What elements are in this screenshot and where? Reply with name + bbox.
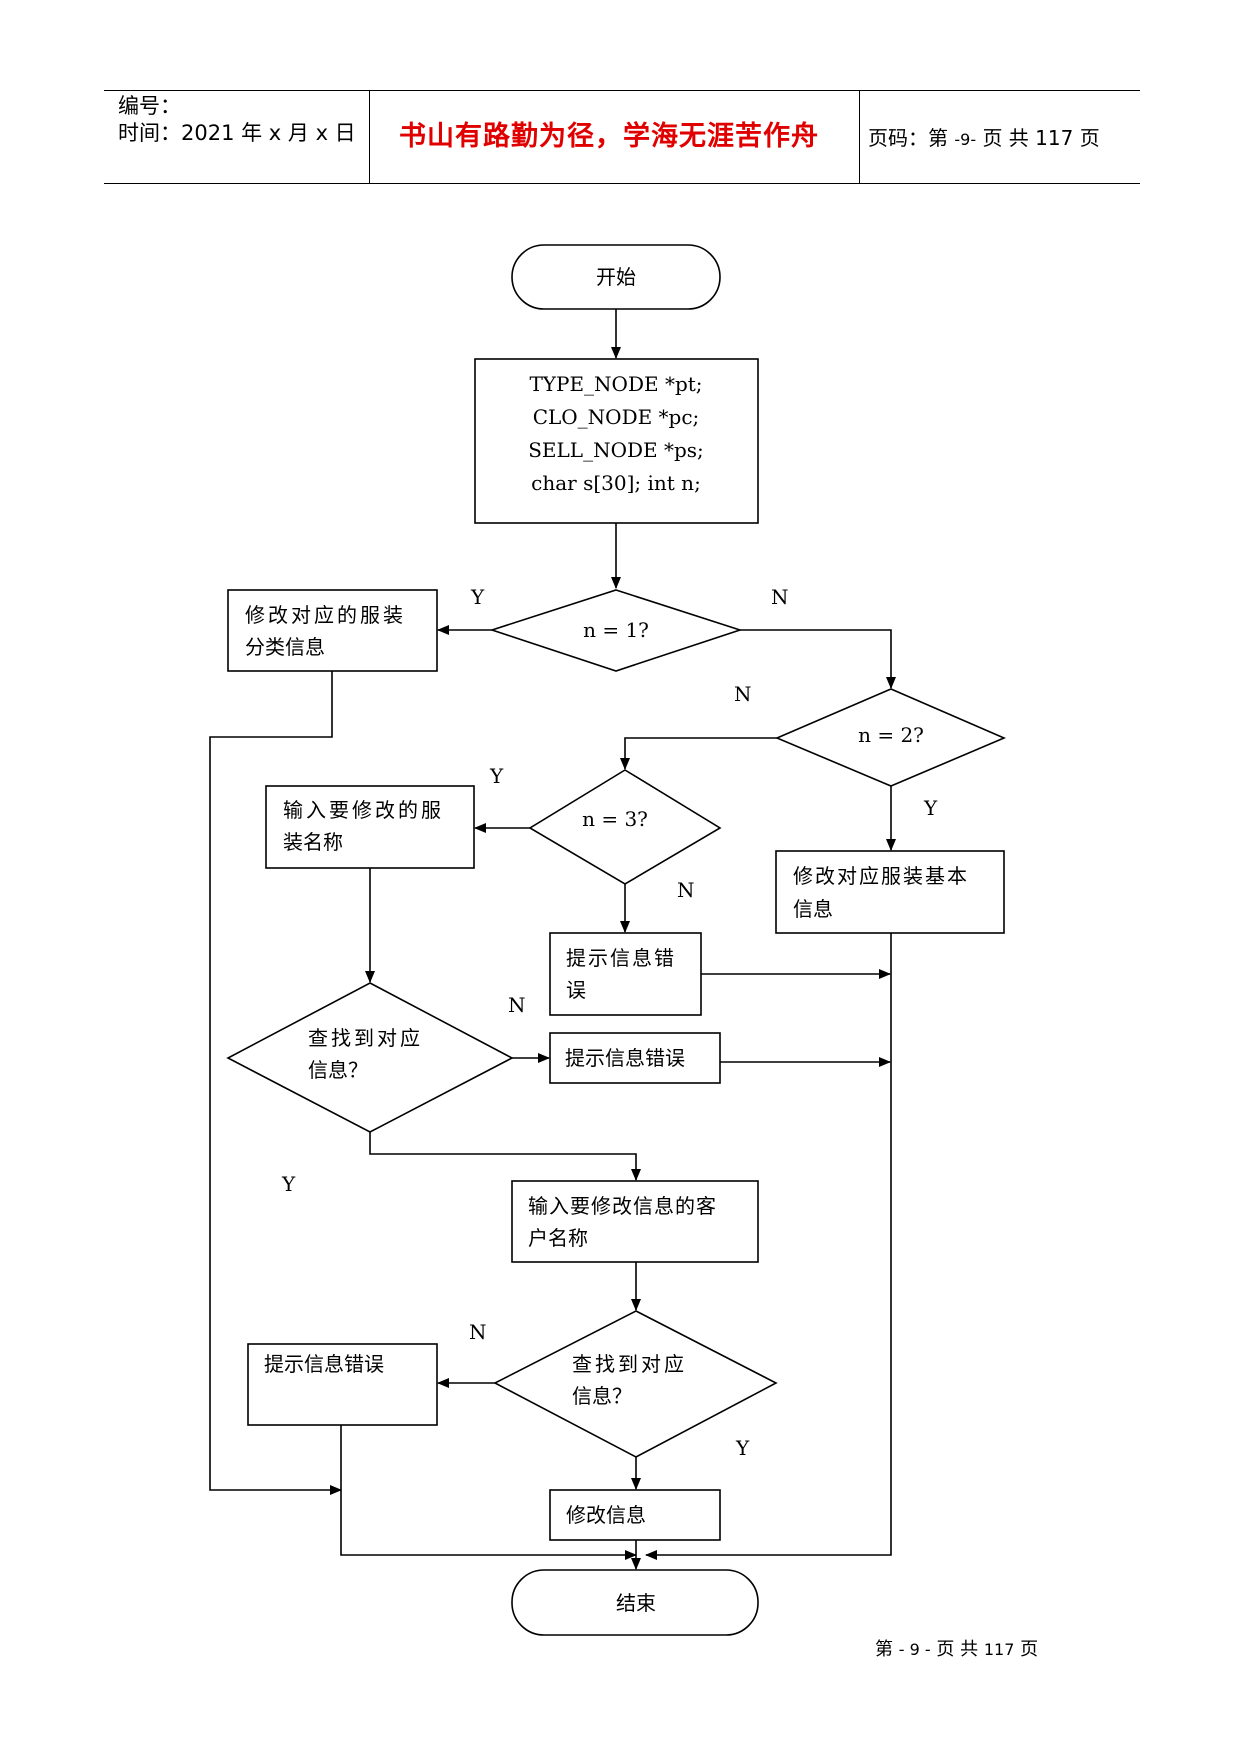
box-input-name-line-1: 输入要修改的服 <box>283 798 444 822</box>
start-label: 开始 <box>596 265 636 289</box>
box-input-customer-line-1: 输入要修改信息的客 <box>528 1194 717 1218</box>
end-label: 结束 <box>616 1591 656 1615</box>
box-error-3-label: 提示信息错误 <box>264 1352 384 1376</box>
label-n1-yes: Y <box>470 585 485 609</box>
decision-n2-label: n = 2? <box>858 723 924 747</box>
box-input-customer <box>511 1180 759 1263</box>
label-find1-yes: Y <box>281 1172 296 1196</box>
header-bottom-rule <box>104 183 1140 184</box>
box-error-1-line-2: 误 <box>566 978 586 1002</box>
box-error-2 <box>549 1032 721 1084</box>
label-find2-yes: Y <box>735 1436 750 1460</box>
box-type-info-line-1: 修改对应的服装 <box>245 603 406 627</box>
page-footer: 第 - 9 - 页 共 117 页 <box>875 1635 1038 1661</box>
box-error-3 <box>247 1343 438 1426</box>
header-page-label: 页码：第 <box>868 126 948 150</box>
header-divider-right <box>859 90 860 183</box>
label-find2-no: N <box>469 1320 487 1344</box>
label-n2-no: N <box>734 682 752 706</box>
decision-find2 <box>493 1310 778 1458</box>
label-n3-no: N <box>677 878 695 902</box>
box-error-1-line-1: 提示信息错 <box>566 946 676 970</box>
footer-page-mid: 页 共 <box>936 1639 979 1660</box>
decl-line-1: TYPE_NODE *pt; <box>529 372 702 396</box>
decision-find2-line-2: 信息？ <box>572 1384 632 1408</box>
header-page-total: 页 共 117 页 <box>982 126 1100 150</box>
arrow-n1-no <box>740 629 896 689</box>
box-input-customer-line-2: 户名称 <box>528 1226 588 1250</box>
box-modify-label: 修改信息 <box>566 1503 646 1527</box>
footer-page-prefix: 第 <box>875 1639 893 1660</box>
line-type-info-bypass <box>209 671 342 1495</box>
label-n1-no: N <box>771 585 789 609</box>
decision-find1-line-2: 信息？ <box>308 1058 368 1082</box>
arrow-find1-yes <box>369 1132 641 1181</box>
label-n2-yes: Y <box>923 796 938 820</box>
decl-line-2: CLO_NODE *pc; <box>533 405 700 429</box>
decl-line-4: char s[30]; int n; <box>531 471 701 495</box>
footer-page-total: 117 <box>983 1640 1015 1659</box>
page-header: 编号： 时间：2021 年 x 月 x 日 书山有路勤为径，学海无涯苦作舟 页码… <box>0 0 1241 200</box>
box-modify <box>549 1489 721 1541</box>
box-basic-info-line-1: 修改对应服装基本 <box>793 864 969 888</box>
box-input-name-line-2: 装名称 <box>283 830 343 854</box>
decision-find1 <box>226 982 514 1133</box>
decl-line-3: SELL_NODE *ps; <box>528 438 704 462</box>
line-error3-join <box>340 1425 637 1560</box>
box-error-2-label: 提示信息错误 <box>565 1046 685 1070</box>
header-page-num: -9- <box>954 130 977 149</box>
decision-find2-line-1: 查找到对应 <box>572 1352 687 1376</box>
header-top-rule <box>104 90 1140 91</box>
footer-page-num: - 9 - <box>898 1640 931 1659</box>
decision-n3-label: n = 3? <box>582 807 648 831</box>
decision-n1-label: n = 1? <box>583 618 649 642</box>
decision-n1 <box>489 589 743 672</box>
line-right-join <box>645 933 892 1560</box>
header-motto: 书山有路勤为径，学海无涯苦作舟 <box>399 121 819 152</box>
decision-find1-line-1: 查找到对应 <box>308 1026 423 1050</box>
label-find1-no: N <box>508 993 526 1017</box>
header-page-info: 页码：第 -9- 页 共 117 页 <box>868 122 1100 151</box>
end-terminal <box>511 1569 759 1636</box>
header-number-label: 编号： <box>118 94 181 118</box>
box-basic-info-line-2: 信息 <box>793 897 833 921</box>
label-n3-yes: Y <box>489 764 504 788</box>
footer-page-suffix: 页 <box>1020 1639 1039 1660</box>
arrow-n2-no <box>620 737 777 770</box>
box-type-info-line-2: 分类信息 <box>245 635 325 659</box>
header-time-label: 时间：2021 年 x 月 x 日 <box>118 121 356 145</box>
box-basic-info <box>775 850 1005 934</box>
header-divider-left <box>369 90 370 183</box>
